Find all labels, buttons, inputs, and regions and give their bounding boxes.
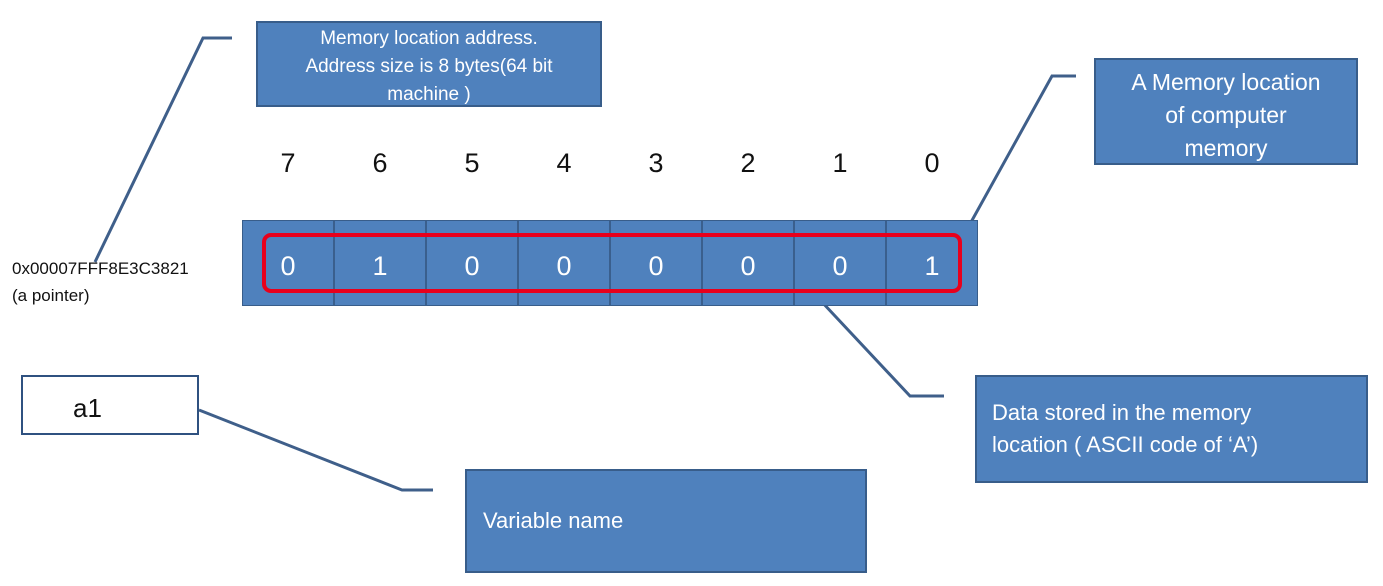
address-note: (a pointer) <box>12 286 90 305</box>
address-callout-line-1: Memory location address. <box>320 28 538 49</box>
bit-index: 2 <box>740 148 756 178</box>
bit-index: 4 <box>556 148 572 178</box>
stored-data-callout: Data stored in the memory location ( ASC… <box>975 375 1368 483</box>
variable-name-callout: Variable name <box>465 469 867 573</box>
connector-data <box>804 283 944 398</box>
variable-name-box: a1 <box>21 375 199 435</box>
bit-cell-6: 1 <box>335 221 427 305</box>
bit-cell-3: 0 <box>611 221 703 305</box>
memory-location-callout: A Memory location of computer memory <box>1094 58 1358 165</box>
bit-index: 1 <box>832 148 848 178</box>
bit-cell-5: 0 <box>427 221 519 305</box>
data-callout-line-2: location ( ASCII code of ‘A’) <box>992 432 1259 457</box>
bit-cell-0: 1 <box>924 250 940 281</box>
bit-cell-7: 0 <box>243 221 335 305</box>
address-size-callout: Memory location address. Address size is… <box>256 21 602 107</box>
location-callout-line-1: A Memory location <box>1131 69 1321 95</box>
bit-index: 6 <box>372 148 388 178</box>
variable-callout-text: Variable name <box>483 508 624 533</box>
connector-address <box>93 36 232 263</box>
location-callout-line-3: memory <box>1184 135 1268 161</box>
bit-index: 5 <box>464 148 480 178</box>
bit-cell-1: 0 <box>795 221 887 305</box>
bit-index: 3 <box>648 148 664 178</box>
bit-cell-4: 0 <box>519 221 611 305</box>
bit-index: 0 <box>924 148 940 178</box>
address-label: 0x00007FFF8E3C3821 (a pointer) <box>12 255 189 309</box>
variable-name-text: a1 <box>73 393 102 423</box>
address-callout-line-2: Address size is 8 bytes(64 bit <box>305 56 553 77</box>
location-callout-line-2: of computer <box>1165 102 1287 128</box>
bit-index-row: 7 6 5 4 3 2 1 0 <box>242 148 978 188</box>
bit-index: 7 <box>280 148 296 178</box>
data-highlight-outline <box>262 233 962 293</box>
address-value: 0x00007FFF8E3C3821 <box>12 259 189 278</box>
data-callout-line-1: Data stored in the memory <box>992 400 1252 425</box>
bit-cell-2: 0 <box>703 221 795 305</box>
address-callout-line-3: machine ) <box>387 84 471 105</box>
connector-location <box>968 74 1076 225</box>
connector-variable <box>198 408 433 492</box>
